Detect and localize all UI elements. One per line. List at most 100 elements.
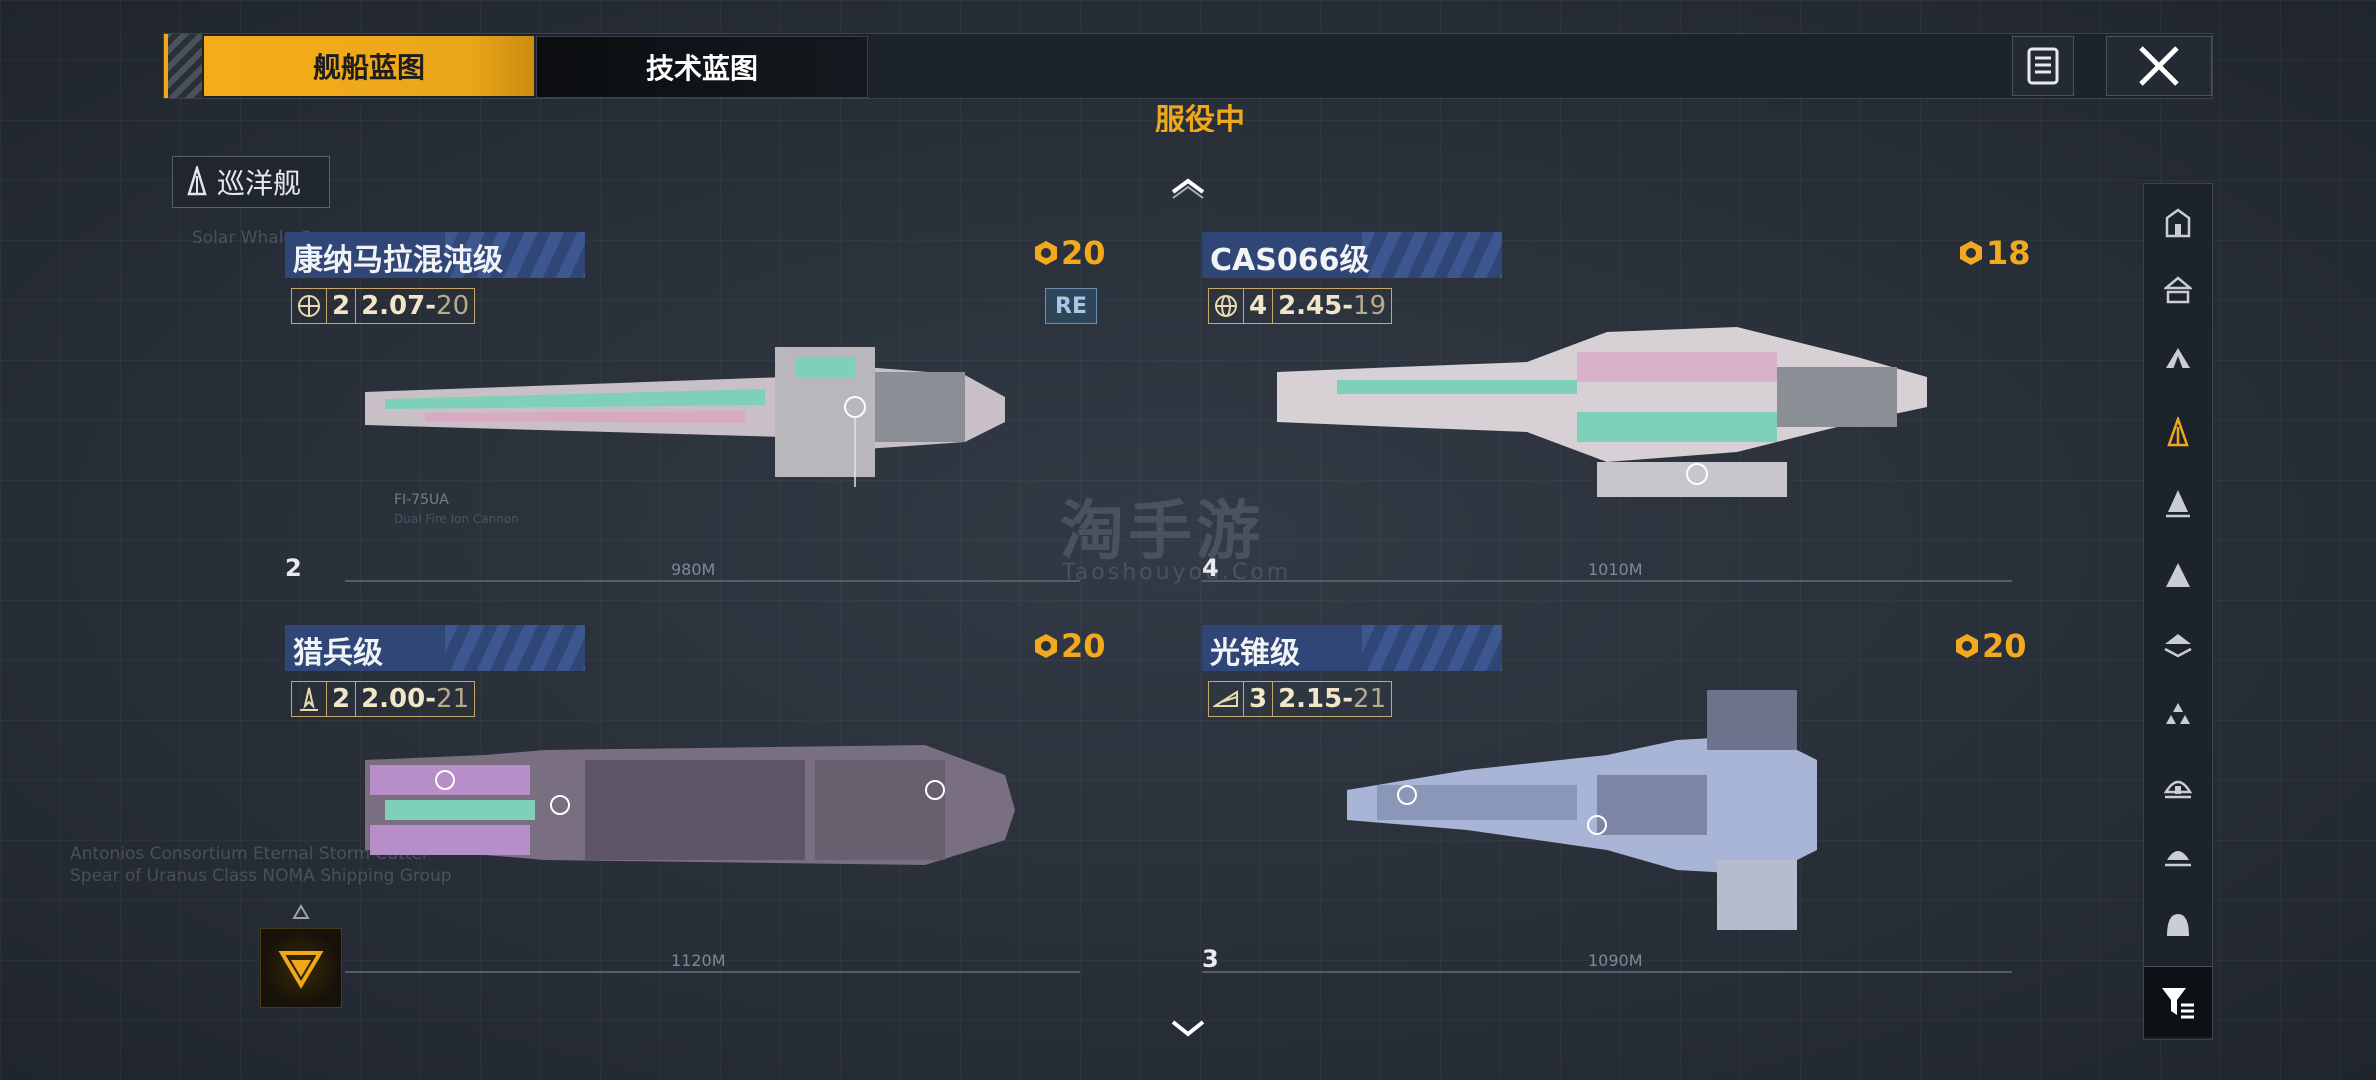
filter-button[interactable] bbox=[2144, 966, 2212, 1037]
ship-model-cas066 bbox=[1277, 327, 1927, 497]
cost-gear-icon bbox=[1956, 634, 1978, 658]
top-bar: 舰船蓝图 技术蓝图 bbox=[163, 33, 2213, 99]
ship-cost-value: 20 bbox=[1061, 234, 1106, 272]
tab-tech-blueprint[interactable]: 技术蓝图 bbox=[536, 36, 868, 98]
sidebar-item-cruiser[interactable] bbox=[2144, 404, 2212, 462]
ship-count: 3 bbox=[1202, 945, 1219, 973]
tab-ship-blueprint[interactable]: 舰船蓝图 bbox=[204, 36, 534, 96]
destroyer-icon bbox=[2166, 348, 2190, 372]
ship-length: 1120M bbox=[671, 951, 726, 970]
section-title: 服役中 bbox=[1155, 103, 1245, 132]
ship-count: 4 bbox=[1202, 554, 1219, 582]
scroll-down-icon[interactable] bbox=[1170, 1016, 1206, 1040]
ship-card[interactable]: 猎兵级 20 2 2.00-21 2 1120M bbox=[285, 625, 1145, 985]
light-cone-icon bbox=[1209, 682, 1244, 716]
scale-line bbox=[345, 580, 1080, 582]
sidebar-item-frigate[interactable] bbox=[2144, 474, 2212, 532]
ship-name: CAS066级 bbox=[1210, 243, 1370, 278]
dome-icon bbox=[2167, 914, 2189, 936]
scroll-up-icon[interactable] bbox=[1170, 176, 1206, 200]
down-triangle-icon bbox=[278, 951, 324, 989]
sidebar-item-station[interactable] bbox=[2144, 756, 2212, 814]
sidebar-item-dome[interactable] bbox=[2144, 826, 2212, 884]
ship-cost: 20 bbox=[1033, 627, 1106, 665]
ship-count-badge: 4 bbox=[1244, 289, 1274, 323]
ship-version: 2.45-19 bbox=[1278, 291, 1387, 321]
ship-card[interactable]: CAS066级 18 4 2.45-19 4 1010M bbox=[1202, 232, 2062, 592]
name-bar-stripes bbox=[445, 232, 585, 278]
ship-name: 猎兵级 bbox=[293, 636, 383, 671]
filter-icon bbox=[2162, 988, 2194, 1019]
cruiser-icon bbox=[187, 166, 207, 196]
chaos-emblem-icon bbox=[292, 289, 327, 323]
name-bar-stripes bbox=[1362, 232, 1502, 278]
close-icon bbox=[2139, 46, 2179, 86]
scale-line bbox=[345, 971, 1080, 973]
ship-model-konamara bbox=[365, 347, 1005, 487]
bg-text: Antonios Consortium Eternal Storm Cutter bbox=[70, 844, 429, 864]
sidebar-item-battleship[interactable] bbox=[2144, 194, 2212, 252]
frigate-icon bbox=[2166, 490, 2190, 518]
dome-stand-icon bbox=[2165, 851, 2191, 867]
ship-card[interactable]: 光锥级 20 3 2.15-21 3 1090M bbox=[1202, 625, 2062, 985]
ship-cost: 20 bbox=[1033, 234, 1106, 272]
triple-triangle-icon bbox=[2166, 703, 2190, 724]
ship-cost-value: 18 bbox=[1986, 234, 2031, 272]
ship-badges: 3 2.15-21 bbox=[1208, 681, 1393, 717]
ship-name: 康纳马拉混沌级 bbox=[293, 243, 503, 278]
cost-gear-icon bbox=[1035, 241, 1057, 265]
fighter-icon bbox=[292, 682, 327, 716]
ship-cost: 18 bbox=[1958, 234, 2031, 272]
layers-icon bbox=[2164, 634, 2192, 658]
sidebar-item-destroyer[interactable] bbox=[2144, 332, 2212, 390]
name-bar-stripes bbox=[1362, 625, 1502, 671]
ship-length: 1010M bbox=[1588, 560, 1643, 579]
scale-line bbox=[1202, 971, 2012, 973]
sidebar-item-carrier[interactable] bbox=[2144, 262, 2212, 320]
ship-model-hunter bbox=[365, 745, 1015, 865]
ship-length: 1090M bbox=[1588, 951, 1643, 970]
re-badge: RE bbox=[1045, 288, 1097, 324]
bg-text: FI-75UA bbox=[394, 492, 449, 508]
class-filter-label[interactable]: 巡洋舰 bbox=[172, 156, 330, 208]
ship-version: 2.07-20 bbox=[361, 291, 470, 321]
ship-name: 光锥级 bbox=[1210, 636, 1300, 671]
close-button[interactable] bbox=[2106, 36, 2212, 96]
ship-badges: 2 2.07-20 bbox=[291, 288, 476, 324]
scale-line bbox=[1202, 580, 2012, 582]
ship-badges: 2 2.00-21 bbox=[291, 681, 476, 717]
sidebar-item-dome-solid[interactable] bbox=[2144, 896, 2212, 954]
ship-badges: 4 2.45-19 bbox=[1208, 288, 1393, 324]
bg-text: Spear of Uranus Class NOMA Shipping Grou… bbox=[70, 866, 452, 886]
small-up-triangle-icon bbox=[292, 904, 310, 919]
station-icon bbox=[2163, 780, 2193, 799]
ship-version: 2.00-21 bbox=[361, 684, 470, 714]
corvette-icon bbox=[2166, 563, 2190, 587]
ship-length: 980M bbox=[671, 560, 716, 579]
top-bar-stripe bbox=[164, 34, 202, 98]
document-icon bbox=[2027, 47, 2059, 85]
ship-cost: 20 bbox=[1954, 627, 2027, 665]
watermark: 淘手游 bbox=[1060, 495, 1264, 569]
globe-icon bbox=[1209, 289, 1244, 323]
building-icon bbox=[2165, 208, 2191, 238]
ship-card[interactable]: 康纳马拉混沌级 20 2 2.07-20 RE 2 980M bbox=[285, 232, 1145, 592]
name-bar-stripes bbox=[445, 625, 585, 671]
class-filter-text: 巡洋舰 bbox=[217, 167, 302, 200]
bg-text: Dual Fire Ion Cannon bbox=[394, 512, 519, 526]
cost-gear-icon bbox=[1960, 241, 1982, 265]
ship-model-light-cone bbox=[1347, 690, 1817, 930]
collapse-button[interactable] bbox=[260, 928, 342, 1008]
ship-cost-value: 20 bbox=[1061, 627, 1106, 665]
ship-count: 2 bbox=[285, 554, 302, 582]
sidebar-item-fighter[interactable] bbox=[2144, 686, 2212, 744]
notes-button[interactable] bbox=[2012, 36, 2074, 96]
ship-count-badge: 2 bbox=[327, 289, 357, 323]
sidebar-item-corvette[interactable] bbox=[2144, 546, 2212, 604]
carrier-icon bbox=[2164, 276, 2192, 304]
cost-gear-icon bbox=[1035, 634, 1057, 658]
ship-count-badge: 2 bbox=[327, 682, 357, 716]
ship-type-sidebar bbox=[2143, 183, 2213, 1040]
sidebar-item-aux[interactable] bbox=[2144, 616, 2212, 674]
ship-cost-value: 20 bbox=[1982, 627, 2027, 665]
